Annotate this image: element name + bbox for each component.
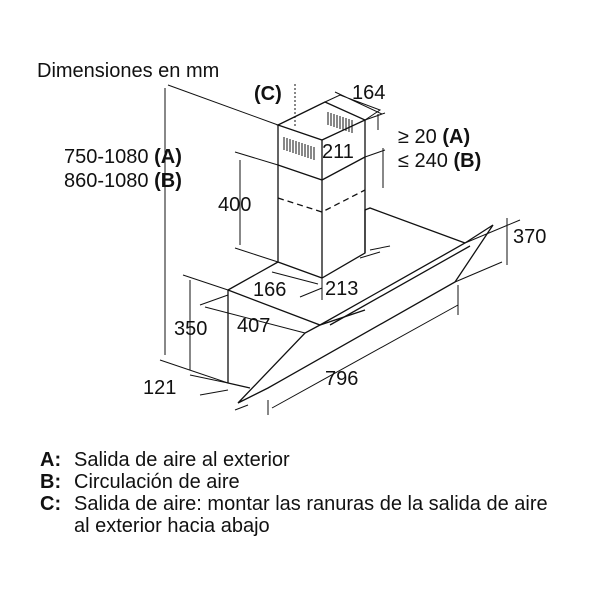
dim-166: 166 — [253, 279, 286, 301]
dim-370: 370 — [513, 226, 546, 248]
dim-400: 400 — [218, 194, 251, 216]
legend-item-c: C: Salida de aire: montar las ranuras de … — [40, 493, 564, 537]
legend-key: B: — [40, 471, 62, 493]
legend-text: Circulación de aire — [74, 471, 240, 493]
dim-213: 213 — [325, 278, 358, 300]
dim-gap-a: ≥ 20 (A) — [398, 126, 470, 148]
legend-key: A: — [40, 449, 62, 471]
label-c: (C) — [254, 83, 282, 105]
legend-text: Salida de aire: montar las ranuras de la… — [74, 493, 548, 537]
legend-item-b: B: Circulación de aire — [40, 471, 564, 493]
dim-121: 121 — [143, 377, 176, 399]
legend-key: C: — [40, 493, 62, 515]
dim-164: 164 — [352, 82, 385, 104]
dim-gap-b: ≤ 240 (B) — [398, 150, 481, 172]
dimension-lines — [159, 84, 521, 415]
dim-211: 211 — [322, 141, 354, 163]
legend-text: Salida de aire al exterior — [74, 449, 290, 471]
diagram-title: Dimensiones en mm — [37, 60, 219, 82]
outlet-slots — [283, 112, 353, 160]
dim-407: 407 — [237, 315, 270, 337]
legend-item-a: A: Salida de aire al exterior — [40, 449, 564, 471]
dim-796: 796 — [325, 368, 358, 390]
hood-outline — [227, 101, 494, 404]
dim-350: 350 — [174, 318, 207, 340]
dim-height-b: 860-1080 (B) — [64, 170, 182, 192]
legend: A: Salida de aire al exterior B: Circulaci… — [40, 449, 564, 537]
dim-height-a: 750-1080 (A) — [64, 146, 182, 168]
